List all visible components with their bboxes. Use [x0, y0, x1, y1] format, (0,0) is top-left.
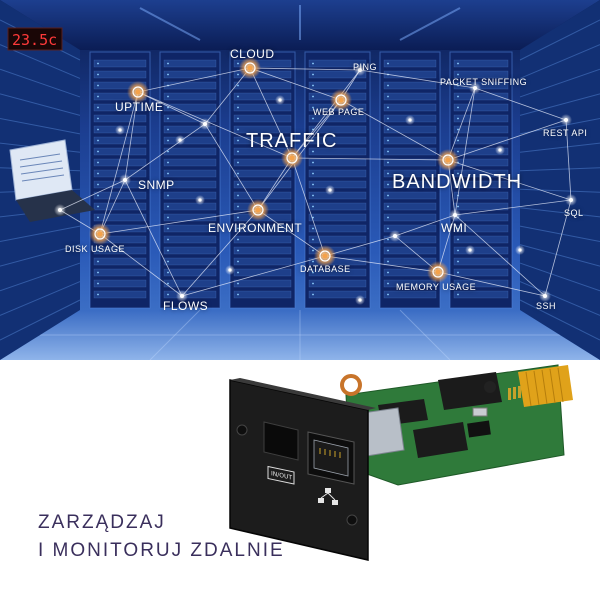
network-node — [330, 89, 352, 111]
label-memory-usage: MEMORY USAGE — [396, 282, 477, 292]
network-node — [89, 223, 111, 245]
pin-header — [508, 386, 521, 400]
network-icon — [318, 488, 338, 505]
label-wmi: WMI — [441, 221, 468, 235]
screw-bottom — [346, 514, 358, 526]
label-cloud: CLOUD — [230, 47, 275, 61]
label-uptime: UPTIME — [115, 100, 164, 114]
label-ssh: SSH — [536, 301, 557, 311]
label-sql: SQL — [564, 208, 584, 218]
rj11-port — [263, 421, 299, 461]
label-packet-sniffing: PACKET SNIFFING — [440, 77, 528, 87]
label-database: DATABASE — [300, 264, 351, 274]
label-flows: FLOWS — [163, 299, 209, 313]
label-ping: PING — [353, 62, 378, 72]
label-traffic: TRAFFIC — [246, 130, 338, 152]
network-management-card: IN/OUT — [229, 364, 573, 561]
temperature-readout: 23.5c — [12, 31, 57, 49]
server-room-banner: 23.5c CLOUD PING PACKET SNIFFING UPTIME … — [0, 0, 600, 360]
slogan-line-2: I MONITORUJ ZDALNIE — [38, 540, 285, 561]
micro-usb-port — [472, 407, 488, 417]
inductor-coil — [340, 374, 362, 396]
server-room-illustration: 23.5c — [0, 0, 600, 360]
label-bandwidth: BANDWIDTH — [392, 171, 523, 193]
main-chip — [438, 372, 502, 410]
network-node — [314, 245, 336, 267]
port-label-box — [267, 465, 295, 485]
laptop-terminal — [9, 139, 95, 222]
screw-top — [236, 424, 248, 436]
gold-edge-connector — [518, 365, 573, 407]
label-rest-api: REST API — [543, 128, 588, 138]
label-environment: ENVIRONMENT — [208, 221, 303, 235]
network-node — [427, 261, 449, 283]
network-node — [239, 57, 261, 79]
label-web-page: WEB PAGE — [313, 107, 365, 117]
controller-chip — [413, 422, 468, 458]
buzzer — [484, 381, 496, 393]
network-node — [127, 81, 149, 103]
small-chip — [467, 420, 491, 438]
network-node — [247, 199, 269, 221]
label-snmp: SNMP — [138, 178, 175, 192]
network-node — [437, 149, 459, 171]
slogan-line-1: ZARZĄDZAJ — [38, 512, 166, 533]
label-disk-usage: DISK USAGE — [65, 244, 126, 254]
port-label-text: IN/OUT — [271, 470, 292, 481]
network-node — [281, 147, 303, 169]
